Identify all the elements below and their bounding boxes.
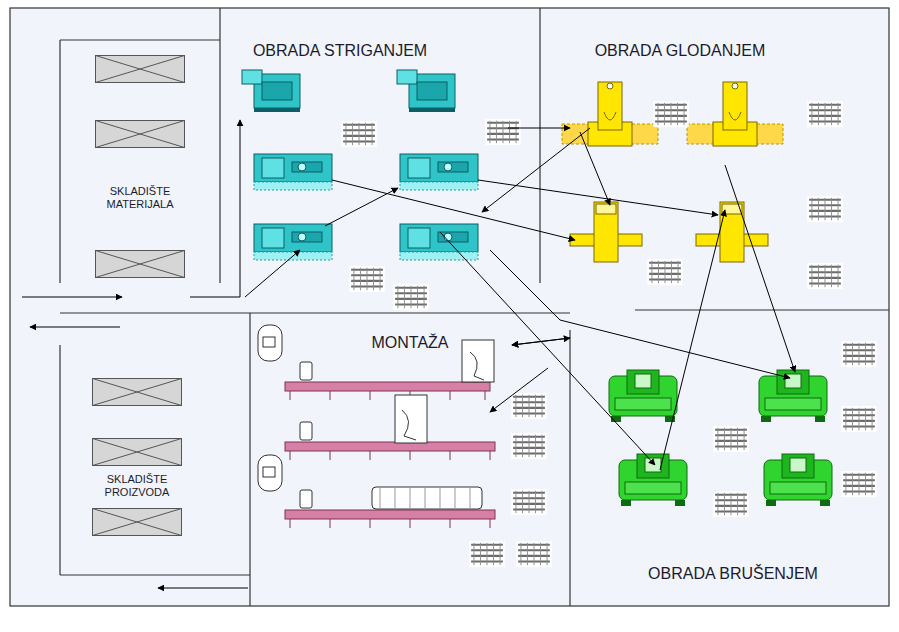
area-name: SKLADIŠTE PROIZVODA (82, 473, 192, 499)
area-label: SKLADIŠTE MATERIJALA (85, 185, 195, 211)
area-name: OBRADA STRIGANJEM (230, 41, 450, 60)
area-label: OBRADA BRUŠENJEM (613, 564, 853, 583)
area-name: SKLADIŠTE MATERIJALA (85, 185, 195, 211)
area-name: OBRADA GLODANJEM (570, 41, 790, 60)
area-label: MONTAŽA (350, 333, 470, 352)
area-label: OBRADA STRIGANJEM (230, 41, 450, 60)
area-name: OBRADA BRUŠENJEM (613, 564, 853, 583)
area-label: SKLADIŠTE PROIZVODA (82, 473, 192, 499)
area-label: OBRADA GLODANJEM (570, 41, 790, 60)
area-name: MONTAŽA (350, 333, 470, 352)
